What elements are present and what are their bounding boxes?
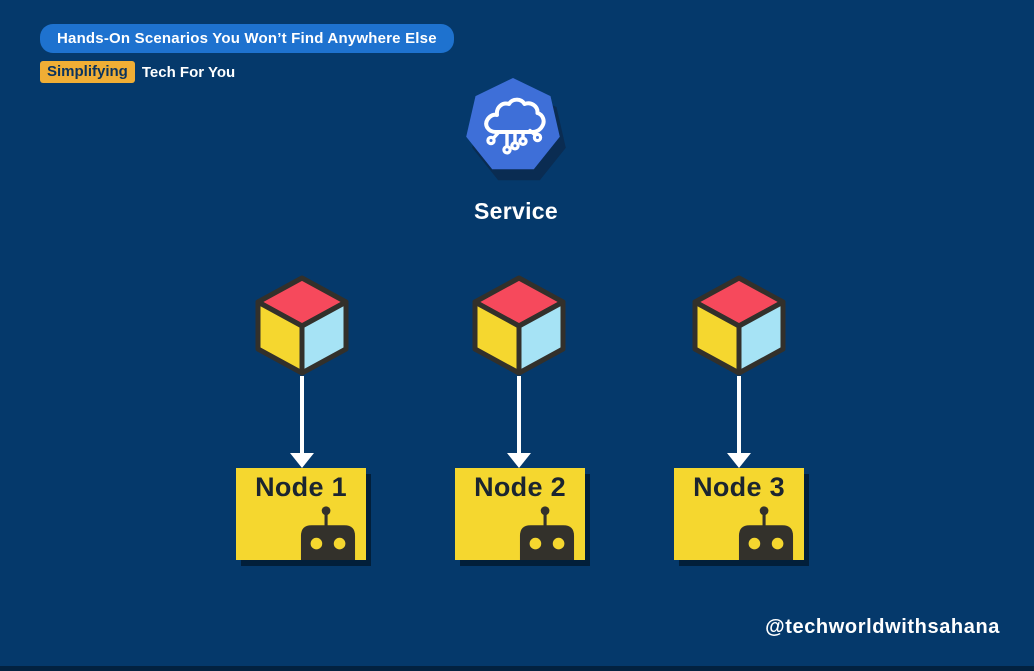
arrow-stem: [737, 376, 741, 455]
service-label: Service: [474, 198, 558, 224]
watermark-handle: @techworldwithsahana: [765, 616, 1000, 638]
arrow-head: [290, 453, 314, 468]
tagline: Simplifying Tech For You: [40, 61, 235, 83]
node-box-3: Node 3: [674, 468, 804, 560]
robot-icon: [300, 506, 356, 560]
arrow-head: [727, 453, 751, 468]
bottom-edge-strip: [0, 666, 1034, 671]
node-label: Node 2: [474, 472, 566, 502]
pod-cube-icon: [472, 275, 566, 376]
node-box-2: Node 2: [455, 468, 585, 560]
tagline-rest: Tech For You: [141, 63, 236, 81]
arrow-stem: [517, 376, 521, 455]
arrow-down-icon: [507, 376, 531, 468]
pod-cube-icon: [692, 275, 786, 376]
pod-cube-icon: [255, 275, 349, 376]
arrow-stem: [300, 376, 304, 455]
service-heptagon: [466, 78, 560, 170]
robot-icon: [519, 506, 575, 560]
robot-icon: [738, 506, 794, 560]
cloud-icon: [484, 97, 546, 155]
tagline-highlight: Simplifying: [40, 61, 135, 83]
service-heptagon-icon: [466, 78, 566, 181]
header-badge-label: Hands-On Scenarios You Won’t Find Anywhe…: [57, 30, 437, 47]
arrow-head: [507, 453, 531, 468]
arrow-down-icon: [290, 376, 314, 468]
node-box-1: Node 1: [236, 468, 366, 560]
arrow-down-icon: [727, 376, 751, 468]
header-badge: Hands-On Scenarios You Won’t Find Anywhe…: [40, 24, 454, 53]
node-label: Node 3: [693, 472, 785, 502]
node-label: Node 1: [255, 472, 347, 502]
